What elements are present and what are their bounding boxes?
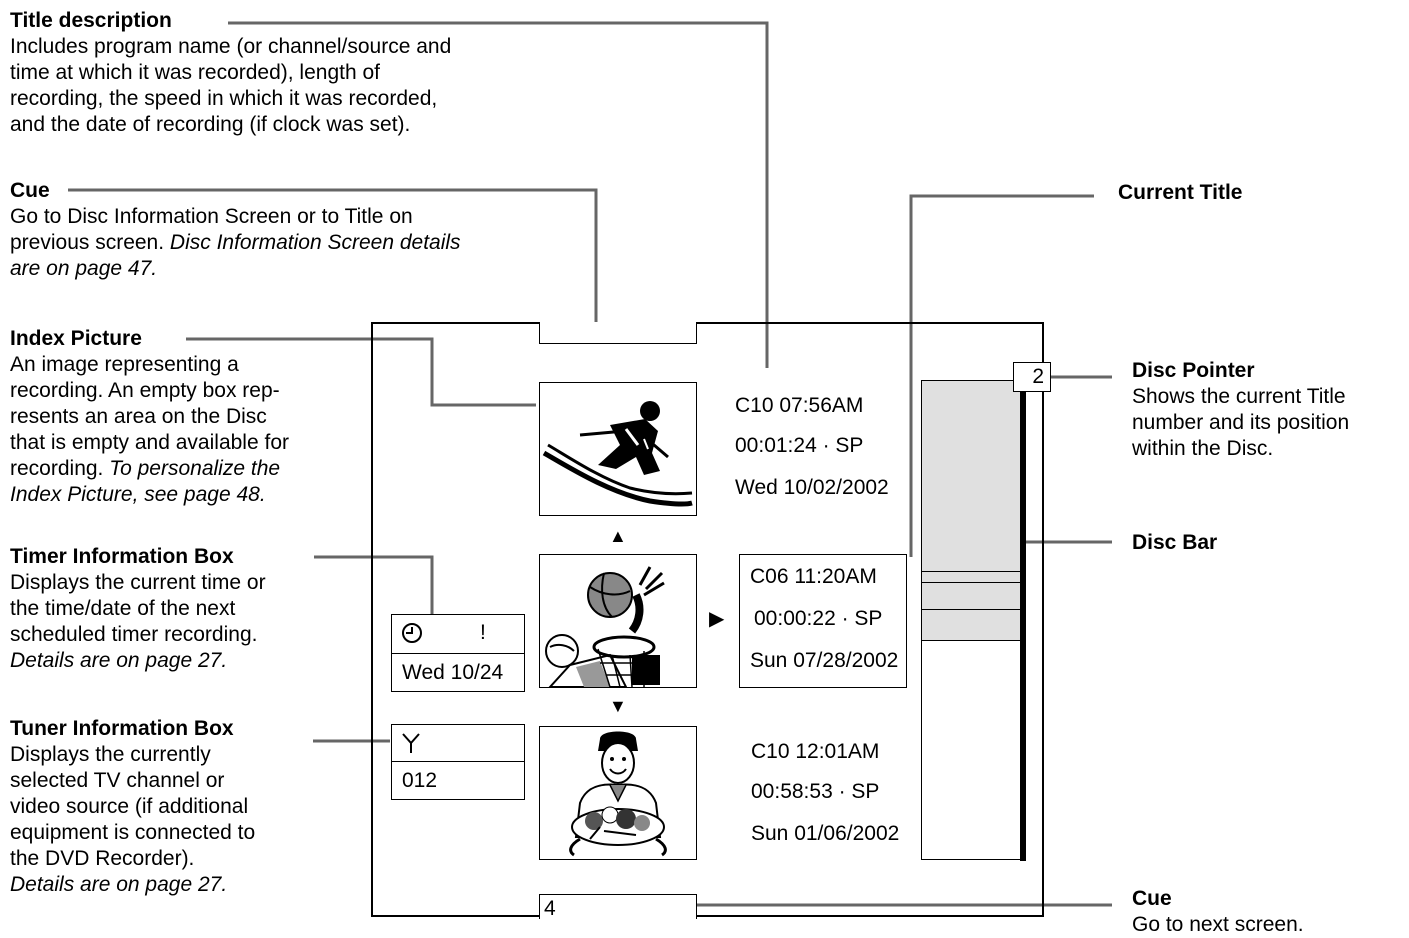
label-line: selected TV channel or <box>10 768 350 794</box>
clock-icon <box>400 621 424 645</box>
label-line: number and its position <box>1132 410 1404 436</box>
label-line: scheduled timer recording. <box>10 622 350 648</box>
disc-pointer: 2 <box>1013 362 1051 392</box>
label-italic: Details are on page 27. <box>10 872 350 898</box>
label-line: Includes program name (or channel/source… <box>10 34 550 60</box>
label-disc-bar: Disc Bar <box>1132 530 1217 556</box>
cue-bottom-box[interactable]: 4 <box>539 894 697 919</box>
label-heading: Index Picture <box>10 326 350 352</box>
tuner-info-box: 012 <box>391 724 525 800</box>
antenna-icon <box>400 731 422 755</box>
right-arrow-icon[interactable]: ▶ <box>709 606 724 631</box>
cue-top-box[interactable] <box>539 322 697 344</box>
label-line: that is empty and available for <box>10 430 350 456</box>
label-cue-bottom: Cue Go to next screen. <box>1132 886 1404 938</box>
basketball-player-icon <box>540 555 696 687</box>
label-line: recording. <box>10 457 109 480</box>
label-heading: Disc Bar <box>1132 530 1217 556</box>
label-heading: Timer Information Box <box>10 544 350 570</box>
title-1-line2: 00:01:24 · SP <box>735 434 863 458</box>
label-italic: Disc Information Screen details <box>170 231 461 254</box>
label-line: video source (if additional <box>10 794 350 820</box>
title-1-line3: Wed 10/02/2002 <box>735 476 889 500</box>
label-line: and the date of recording (if clock was … <box>10 112 550 138</box>
current-title-box[interactable]: C06 11:20AM 00:00:22 · SP Sun 07/28/2002 <box>739 554 907 688</box>
label-heading: Title description <box>10 8 550 34</box>
label-line: within the Disc. <box>1132 436 1404 462</box>
title-3-line1: C10 12:01AM <box>751 740 879 764</box>
disc-bar-shadow <box>1020 389 1026 861</box>
label-timer-box: Timer Information Box Displays the curre… <box>10 544 350 674</box>
label-index-picture: Index Picture An image representing a re… <box>10 326 350 508</box>
title-2-line1: C06 11:20AM <box>750 565 877 589</box>
title-3-line2: 00:58:53 · SP <box>751 780 879 804</box>
disc-bar-segment <box>922 583 1020 610</box>
label-line: recording, the speed in which it was rec… <box>10 86 550 112</box>
label-italic: Index Picture, see page 48. <box>10 482 350 508</box>
label-line: resents an area on the Disc <box>10 404 350 430</box>
divider <box>392 653 524 654</box>
label-italic: are on page 47. <box>10 256 550 282</box>
tuner-channel: 012 <box>402 769 437 793</box>
label-disc-pointer: Disc Pointer Shows the current Title num… <box>1132 358 1404 462</box>
disc-pointer-number: 2 <box>1032 365 1044 389</box>
label-title-description: Title description Includes program name … <box>10 8 550 138</box>
label-tuner-box: Tuner Information Box Displays the curre… <box>10 716 350 898</box>
label-line: the time/date of the next <box>10 596 350 622</box>
title-2-line3: Sun 07/28/2002 <box>750 649 898 673</box>
label-heading: Cue <box>1132 886 1404 912</box>
label-line: Displays the current time or <box>10 570 350 596</box>
title-2-line2: 00:00:22 · SP <box>754 607 882 631</box>
disc-bar-used-segment <box>922 391 1020 572</box>
label-heading: Disc Pointer <box>1132 358 1404 384</box>
label-cue-top: Cue Go to Disc Information Screen or to … <box>10 178 550 282</box>
label-line: An image representing a <box>10 352 350 378</box>
timer-date: Wed 10/24 <box>402 661 503 685</box>
disc-menu-screen: C10 07:56AM 00:01:24 · SP Wed 10/02/2002… <box>371 322 1044 917</box>
cue-bottom-number: 4 <box>544 897 556 919</box>
label-line: equipment is connected to <box>10 820 350 846</box>
skier-icon <box>540 383 696 515</box>
label-heading: Cue <box>10 178 550 204</box>
label-line: Shows the current Title <box>1132 384 1404 410</box>
label-heading: Tuner Information Box <box>10 716 350 742</box>
title-3-line3: Sun 01/06/2002 <box>751 822 899 846</box>
disc-bar-segment <box>922 610 1020 641</box>
disc-bar[interactable] <box>921 380 1021 860</box>
index-picture-1[interactable] <box>539 382 697 516</box>
label-heading: Current Title <box>1118 180 1242 206</box>
up-arrow-icon[interactable]: ▲ <box>609 526 627 547</box>
label-italic: Details are on page 27. <box>10 648 350 674</box>
index-picture-2[interactable] <box>539 554 697 688</box>
label-line: Go to Disc Information Screen or to Titl… <box>10 204 550 230</box>
down-arrow-icon[interactable]: ▼ <box>609 696 627 717</box>
label-current-title: Current Title <box>1118 180 1242 206</box>
label-line: Go to next screen. <box>1132 912 1404 938</box>
label-line: Displays the currently <box>10 742 350 768</box>
index-picture-3[interactable] <box>539 726 697 860</box>
label-line: the DVD Recorder). <box>10 846 350 872</box>
timer-alert-symbol: ! <box>480 621 486 645</box>
timer-info-box: ! Wed 10/24 <box>391 614 525 692</box>
label-italic: To personalize the <box>109 457 280 480</box>
label-line: previous screen. <box>10 231 170 254</box>
divider <box>392 761 524 762</box>
chef-icon <box>540 727 696 859</box>
title-1-line1: C10 07:56AM <box>735 394 863 418</box>
label-line: time at which it was recorded), length o… <box>10 60 550 86</box>
disc-bar-current-segment <box>922 572 1020 583</box>
label-line: recording. An empty box rep- <box>10 378 350 404</box>
